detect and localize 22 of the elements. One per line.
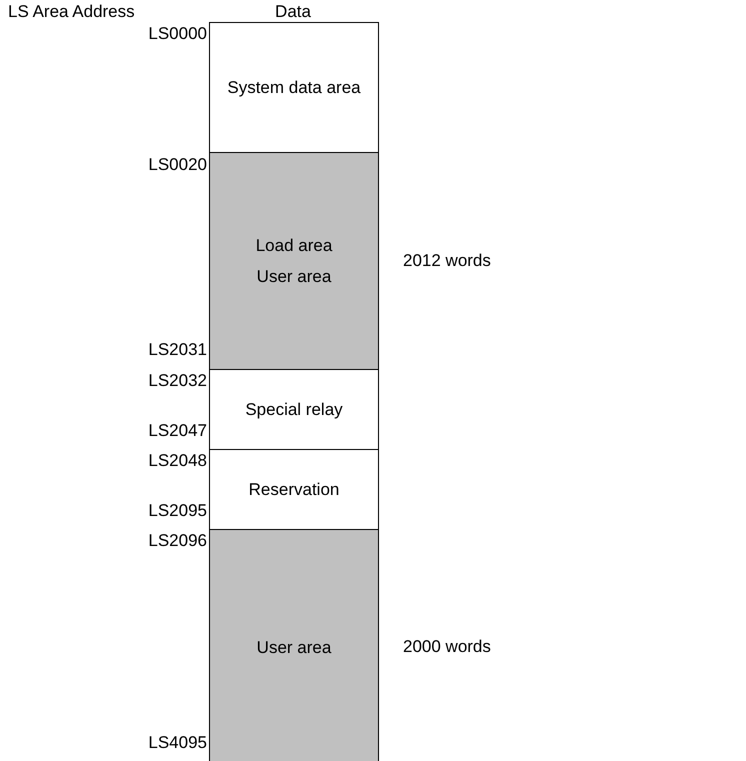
- address-label: LS0000: [148, 24, 207, 44]
- size-label: 2012 words: [403, 251, 491, 272]
- address-label: LS4095: [148, 733, 207, 753]
- address-label: LS0020: [148, 155, 207, 175]
- address-label: LS2032: [148, 371, 207, 391]
- area-name: Special relay: [245, 399, 343, 422]
- memory-block: [209, 449, 379, 530]
- memory-block: [209, 22, 379, 154]
- address-label: LS2095: [148, 501, 207, 521]
- size-label: 2000 words: [403, 637, 491, 658]
- area-name: System data area: [227, 77, 361, 100]
- memory-block: [209, 369, 379, 450]
- column-heading: LS Area Address: [8, 2, 135, 22]
- area-name: User area: [256, 266, 332, 288]
- address-label: LS2096: [148, 531, 207, 551]
- column-heading: Data: [275, 2, 311, 22]
- area-name: Reservation: [248, 479, 340, 502]
- area-name: User area: [256, 636, 332, 659]
- area-name: Load area: [256, 235, 332, 258]
- address-label: LS2047: [148, 421, 207, 441]
- address-label: LS2031: [148, 340, 207, 360]
- address-label: LS2048: [148, 451, 207, 471]
